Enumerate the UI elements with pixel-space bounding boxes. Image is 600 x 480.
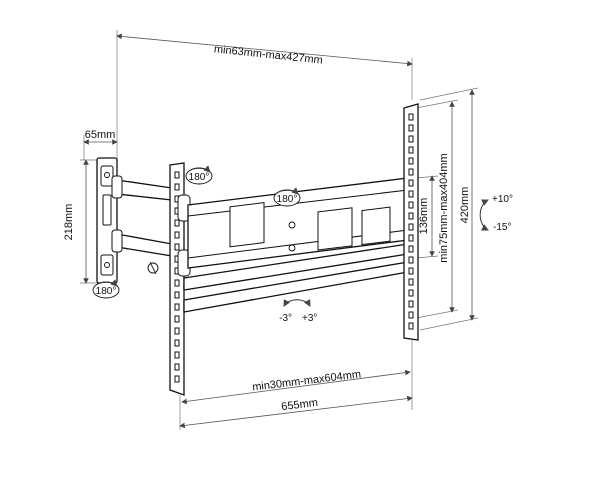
bracket-hole <box>408 168 414 176</box>
bracket-hole <box>408 289 414 297</box>
bracket-hole <box>408 278 414 286</box>
post-hole <box>174 351 180 359</box>
bracket-hole <box>408 179 414 187</box>
bracket-hole <box>408 201 414 209</box>
wall-height-label: 218mm <box>63 204 75 241</box>
mount-height-label: 420mm <box>459 187 471 224</box>
post-hole <box>174 291 180 299</box>
post-hole <box>174 339 180 347</box>
level-right-label: +3° <box>302 313 317 324</box>
rotation-label-arm-top: 180° <box>189 172 210 183</box>
vesa-horizontal-label: min30mm-max604mm <box>252 368 362 393</box>
bracket-hole <box>408 256 414 264</box>
bracket-hole <box>408 157 414 165</box>
bracket-hole <box>408 113 414 121</box>
tilt-indicator: +10° -15° <box>479 194 513 233</box>
bracket-hole <box>408 212 414 220</box>
post-hole <box>174 279 180 287</box>
wall-arms <box>111 175 173 275</box>
bracket-hole <box>408 135 414 143</box>
pivot-post <box>169 162 191 396</box>
post-hole <box>174 375 180 383</box>
main-arm <box>187 177 409 269</box>
bracket-spacing-label: 136mm <box>418 198 430 235</box>
post-hole <box>174 243 180 251</box>
bracket-hole <box>408 234 414 242</box>
overall-width-label: 655mm <box>281 397 319 413</box>
bracket-hole <box>408 146 414 154</box>
post-hole <box>174 171 180 179</box>
post-hole <box>174 327 180 335</box>
tilt-down-label: -15° <box>493 222 511 233</box>
post-hole <box>174 303 180 311</box>
rotation-label-wall-bottom: 180° <box>96 286 117 297</box>
rotation-badge-wall-bottom: 180° <box>92 279 120 299</box>
bracket-hole <box>408 311 414 319</box>
rotation-badge-arm-top: 180° <box>185 165 213 185</box>
post-hole <box>174 231 180 239</box>
tv-bracket-right <box>403 103 419 341</box>
post-hole <box>174 183 180 191</box>
post-hole <box>174 219 180 227</box>
bracket-hole <box>408 267 414 275</box>
bracket-hole <box>408 300 414 308</box>
bracket-hole <box>408 190 414 198</box>
wall-depth-label: 65mm <box>85 129 116 141</box>
level-left-label: -3° <box>279 313 292 324</box>
dimension-lines <box>80 30 479 430</box>
post-hole <box>174 315 180 323</box>
post-hole <box>174 363 180 371</box>
level-adjust-indicator: -3° +3° <box>279 299 317 324</box>
tilt-up-label: +10° <box>492 194 513 205</box>
rotation-label-center-arm: 180° <box>277 194 298 205</box>
rotation-badge-center-arm: 180° <box>273 187 301 207</box>
bracket-hole <box>408 245 414 253</box>
bracket-hole <box>408 322 414 330</box>
bracket-hole <box>408 223 414 231</box>
bracket-hole <box>408 124 414 132</box>
extension-label: min63mm-max427mm <box>213 43 323 66</box>
vesa-vertical-label: min75mm-max404mm <box>438 153 450 262</box>
